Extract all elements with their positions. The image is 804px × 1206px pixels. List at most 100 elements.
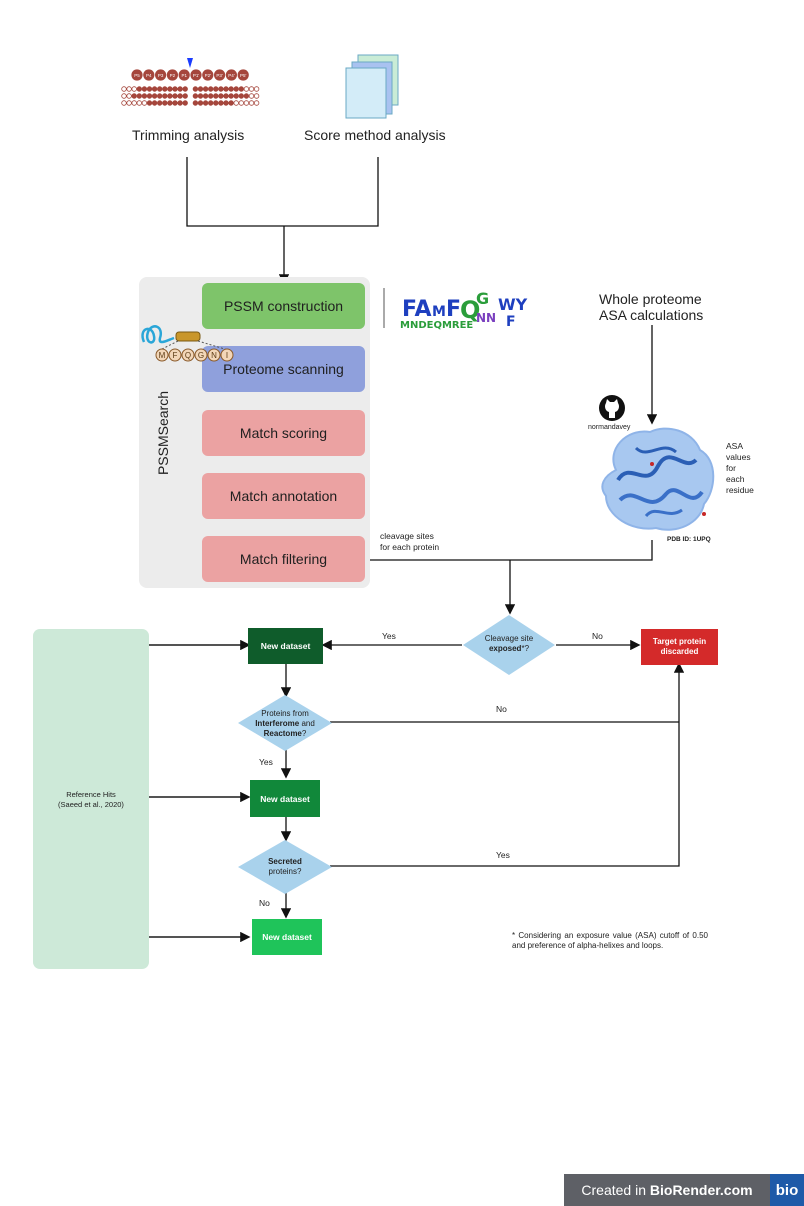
decision3-line2: proteins? bbox=[268, 867, 302, 876]
residue-dot bbox=[146, 100, 153, 106]
svg-text:FA: FA bbox=[402, 297, 432, 322]
asa-title-line2: ASA calculations bbox=[599, 307, 704, 323]
sequence-residue-letter: N bbox=[211, 351, 217, 360]
github-username: normandavey bbox=[588, 424, 631, 431]
residue-dot bbox=[182, 100, 188, 106]
residue-dot bbox=[233, 100, 239, 106]
sequence-residue-circle bbox=[207, 348, 221, 362]
residue-dot bbox=[248, 86, 255, 92]
residue-dot bbox=[238, 93, 244, 99]
residue-dot bbox=[213, 100, 219, 106]
decision3-text: Secreted proteins? bbox=[244, 857, 326, 877]
residue-dot bbox=[213, 93, 219, 99]
residue-dot bbox=[131, 93, 137, 99]
asa-title-line1: Whole proteome bbox=[599, 291, 702, 307]
residue-dot bbox=[197, 100, 204, 106]
reference-hits-line1: Reference Hits bbox=[66, 790, 116, 799]
residue-dot bbox=[197, 93, 204, 99]
reference-hits-line2: (Saeed et al., 2020) bbox=[58, 800, 124, 809]
new-dataset-1: New dataset bbox=[248, 628, 323, 664]
residue-dot bbox=[238, 100, 244, 106]
decision2-text: Proteins from Interferome and Reactome? bbox=[244, 709, 326, 739]
decision2-and: and bbox=[299, 719, 315, 728]
decision1-line2: exposed*? bbox=[470, 644, 548, 654]
asa-values-line: values bbox=[726, 452, 751, 462]
residue-dot bbox=[253, 86, 260, 92]
residue-dot bbox=[253, 93, 260, 99]
trim-position-label: P5' bbox=[240, 73, 247, 78]
trim-position-label: P5 bbox=[134, 73, 140, 78]
biorender-badge[interactable]: Created in BioRender.com bio bbox=[564, 1174, 804, 1206]
decision2-line1: Proteins from bbox=[261, 709, 309, 718]
residue-dot bbox=[192, 93, 199, 99]
asa-values-line: each bbox=[726, 474, 745, 484]
residue-dot bbox=[182, 93, 188, 99]
decision-secreted bbox=[237, 839, 333, 895]
residue-dot bbox=[228, 86, 234, 92]
trim-position-label: P3' bbox=[216, 73, 223, 78]
residue-dot bbox=[177, 93, 183, 99]
trim-position-label: P1' bbox=[193, 73, 200, 78]
residue-dot bbox=[238, 86, 244, 92]
trim-position-circle bbox=[178, 69, 190, 81]
residue-dot bbox=[141, 100, 148, 106]
residue-dot bbox=[228, 100, 234, 106]
residue-dot bbox=[121, 100, 127, 106]
step-match-annotation: Match annotation bbox=[202, 473, 365, 519]
decision1-suffix: *? bbox=[521, 644, 530, 653]
trim-position-label: P2 bbox=[170, 73, 176, 78]
yes-label-3: Yes bbox=[496, 850, 510, 860]
residue-dot bbox=[182, 86, 188, 92]
trim-position-circle bbox=[131, 69, 143, 81]
residue-dot bbox=[243, 100, 250, 106]
trim-position-circle bbox=[190, 69, 202, 81]
residue-dot bbox=[202, 93, 209, 99]
residue-dot bbox=[157, 86, 163, 92]
pdb-id-label: PDB ID: 1UPQ bbox=[667, 536, 711, 543]
residue-dot bbox=[233, 93, 239, 99]
trim-position-label: P2' bbox=[205, 73, 212, 78]
residue-dot bbox=[146, 86, 153, 92]
asa-values-line: residue bbox=[726, 485, 754, 495]
residue-dot bbox=[223, 100, 229, 106]
residue-dot bbox=[228, 93, 234, 99]
sequence-residue-letter: G bbox=[198, 351, 204, 360]
github-icon bbox=[596, 394, 630, 424]
residue-dot bbox=[207, 86, 214, 92]
residue-dot bbox=[126, 100, 132, 106]
no-label-1: No bbox=[592, 631, 603, 641]
decision2-suffix: ? bbox=[301, 729, 307, 738]
decision2-line2: Interferome and bbox=[244, 719, 326, 729]
pssmsearch-side-label: PSSMSearch bbox=[155, 390, 171, 476]
residue-dot bbox=[167, 93, 173, 99]
svg-text:MNDEQMREE: MNDEQMREE bbox=[400, 320, 473, 330]
discard-line1: Target protein bbox=[652, 637, 707, 646]
residue-dot bbox=[172, 93, 178, 99]
residue-dot bbox=[213, 86, 219, 92]
residue-dot bbox=[192, 100, 199, 106]
svg-text:F: F bbox=[446, 297, 461, 322]
sequence-residue-circle bbox=[181, 348, 195, 362]
residue-dot bbox=[131, 86, 137, 92]
cleavage-marker-icon bbox=[187, 58, 193, 68]
trim-position-label: P1 bbox=[181, 73, 187, 78]
sequence-residue-letter: I bbox=[226, 351, 228, 360]
residue-dot bbox=[243, 86, 250, 92]
residue-dot bbox=[151, 100, 158, 106]
score-method-label: Score method analysis bbox=[304, 127, 446, 143]
residue-dot bbox=[202, 100, 209, 106]
residue-dot bbox=[218, 86, 224, 92]
residue-dot bbox=[131, 100, 137, 106]
sequence-logo: FA M F Q G NN WY F MNDEQMREE bbox=[380, 286, 528, 331]
step-match-scoring: Match scoring bbox=[202, 410, 365, 456]
documents-icon bbox=[344, 54, 404, 120]
residue-dot bbox=[233, 86, 239, 92]
no-label-3: No bbox=[259, 898, 270, 908]
decision1-text: Cleavage site exposed*? bbox=[470, 634, 548, 654]
trim-position-circle bbox=[155, 69, 167, 81]
residue-dot bbox=[162, 86, 168, 92]
residue-dot bbox=[172, 86, 178, 92]
trim-position-circle bbox=[143, 69, 155, 81]
residue-dot bbox=[223, 86, 229, 92]
